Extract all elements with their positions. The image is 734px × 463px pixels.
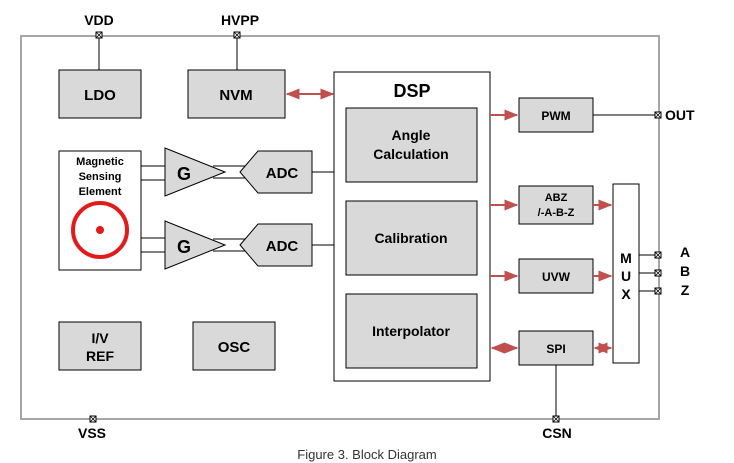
svg-text:X: X bbox=[621, 286, 631, 302]
svg-text:PWM: PWM bbox=[541, 109, 570, 123]
gain-amplifier-1: G bbox=[164, 147, 227, 197]
svg-text:NVM: NVM bbox=[219, 87, 252, 104]
iv-ref-block: I/V REF bbox=[58, 321, 142, 371]
spi-block: SPI bbox=[518, 330, 594, 366]
calibration-block: Calibration bbox=[345, 200, 478, 276]
svg-text:I/V: I/V bbox=[91, 330, 109, 346]
figure-caption: Figure 3. Block Diagram bbox=[297, 447, 437, 462]
magnet-icon bbox=[71, 201, 129, 259]
pin-hvpp: HVPP bbox=[221, 12, 259, 70]
adc-block-1: ADC bbox=[239, 150, 313, 194]
svg-text:ADC: ADC bbox=[266, 165, 299, 182]
svg-text:Calculation: Calculation bbox=[373, 146, 448, 162]
svg-text:G: G bbox=[177, 164, 191, 184]
nvm-block: NVM bbox=[187, 69, 286, 119]
gain-adc-wires bbox=[213, 165, 250, 252]
sensor-wires bbox=[141, 165, 165, 253]
svg-text:Interpolator: Interpolator bbox=[372, 323, 450, 339]
svg-text:LDO: LDO bbox=[84, 87, 116, 104]
adc-block-2: ADC bbox=[239, 223, 313, 267]
svg-text:OSC: OSC bbox=[218, 339, 251, 356]
abz-block: ABZ /-A-B-Z bbox=[518, 185, 594, 225]
pin-vdd: VDD bbox=[84, 12, 114, 70]
svg-text:ADC: ADC bbox=[266, 238, 299, 255]
svg-text:REF: REF bbox=[86, 348, 114, 364]
pin-a: A bbox=[639, 244, 690, 260]
gain-amplifier-2: G bbox=[164, 220, 227, 270]
svg-text:M: M bbox=[620, 250, 632, 266]
pwm-block: PWM bbox=[518, 97, 594, 133]
svg-text:Magnetic: Magnetic bbox=[76, 156, 124, 168]
svg-text:DSP: DSP bbox=[393, 81, 430, 101]
adc-dsp-wires bbox=[312, 171, 334, 246]
svg-text:CSN: CSN bbox=[542, 425, 572, 441]
interpolator-block: Interpolator bbox=[345, 293, 478, 369]
svg-text:UVW: UVW bbox=[542, 270, 571, 284]
svg-text:SPI: SPI bbox=[546, 342, 565, 356]
pin-out: OUT bbox=[593, 107, 695, 123]
pin-vss: VSS bbox=[78, 415, 106, 441]
svg-text:U: U bbox=[621, 268, 631, 284]
svg-text:VDD: VDD bbox=[84, 12, 114, 28]
svg-text:Angle: Angle bbox=[392, 127, 431, 143]
magnetic-sensing-element: Magnetic Sensing Element bbox=[58, 150, 142, 271]
pin-z: Z bbox=[639, 282, 690, 298]
svg-text:/-A-B-Z: /-A-B-Z bbox=[538, 207, 575, 219]
svg-text:Z: Z bbox=[681, 282, 690, 298]
angle-calculation-block: Angle Calculation bbox=[345, 107, 478, 183]
svg-text:OUT: OUT bbox=[665, 107, 695, 123]
chip-outline bbox=[20, 35, 660, 420]
svg-text:ABZ: ABZ bbox=[545, 192, 568, 204]
svg-text:A: A bbox=[680, 244, 690, 260]
svg-text:VSS: VSS bbox=[78, 425, 106, 441]
pin-b: B bbox=[639, 263, 690, 279]
svg-text:G: G bbox=[177, 237, 191, 257]
svg-text:HVPP: HVPP bbox=[221, 12, 259, 28]
svg-text:B: B bbox=[680, 263, 690, 279]
svg-text:Sensing: Sensing bbox=[79, 171, 122, 183]
uvw-block: UVW bbox=[518, 258, 594, 294]
ldo-block: LDO bbox=[58, 69, 142, 119]
pin-csn: CSN bbox=[542, 365, 572, 441]
mux-block: M U X bbox=[612, 183, 640, 364]
svg-text:Element: Element bbox=[79, 186, 122, 198]
osc-block: OSC bbox=[192, 321, 276, 371]
svg-text:Calibration: Calibration bbox=[374, 230, 447, 246]
